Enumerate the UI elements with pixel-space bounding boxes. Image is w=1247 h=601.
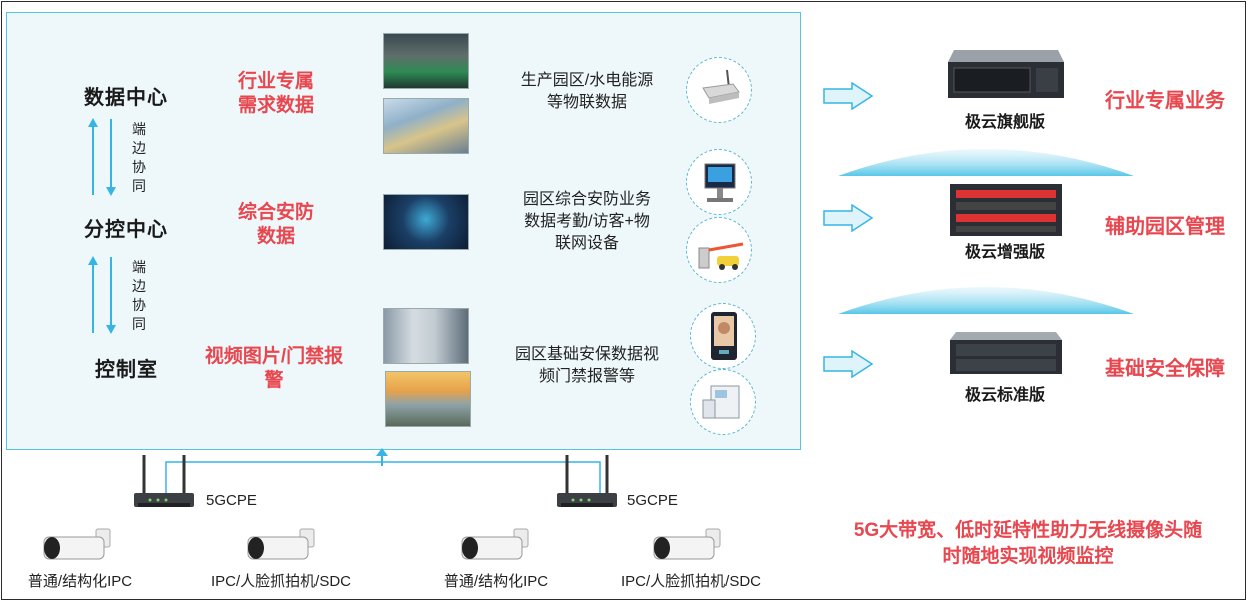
camera-label-1: 普通/结构化IPC xyxy=(27,573,133,590)
cpe-label-left: 5GCPE xyxy=(206,492,257,509)
server-flagship-icon xyxy=(948,50,1064,98)
server-standard-icon xyxy=(950,332,1062,374)
upgrade-glow-lower xyxy=(838,287,1134,314)
sync-label-lower: 端边 协同 xyxy=(132,259,146,332)
cpe-connection-lines xyxy=(165,461,601,494)
cpe-router-left xyxy=(134,455,194,507)
category-industry: 行业专属需求数据 xyxy=(237,71,314,116)
right-arrow-3 xyxy=(823,350,874,378)
camera-4 xyxy=(653,528,721,560)
security-network-image xyxy=(383,194,469,250)
camera-label-4: IPC/人脸抓拍机/SDC xyxy=(620,573,761,590)
attendance-terminal-device xyxy=(686,149,752,215)
alarm-panel-device xyxy=(690,369,756,435)
camera-1 xyxy=(43,528,111,560)
tier-enhanced: 极云增强版 xyxy=(964,244,1045,261)
face-recognition-device xyxy=(690,303,756,369)
level-branch-center: 分控中心 xyxy=(84,219,168,241)
pipeline-plant-image xyxy=(383,98,469,154)
right-arrow-1 xyxy=(823,82,874,110)
camera-2 xyxy=(247,528,315,560)
slogan: 5G大带宽、低时延特性助力无线摄像头随时随地实现视频监控 xyxy=(853,520,1203,567)
server-enhanced-icon xyxy=(950,184,1062,236)
iot-gateway-device xyxy=(686,57,752,123)
desc-industry: 生产园区/水电能源等物联数据 xyxy=(520,72,654,111)
sync-arrows-lower xyxy=(88,256,116,334)
tier-flagship: 极云旗舰版 xyxy=(964,114,1045,131)
category-video: 视频图片/门禁报警 xyxy=(204,346,344,391)
sync-arrows-upper xyxy=(88,118,116,196)
cpe-router-right xyxy=(557,455,617,507)
category-security: 综合安防数据 xyxy=(237,202,314,247)
uplink-arrow xyxy=(376,448,388,466)
level-control-room: 控制室 xyxy=(95,359,158,381)
business-industry: 行业专属业务 xyxy=(1105,90,1225,112)
camera-3 xyxy=(461,528,529,560)
surveillance-camera-image xyxy=(385,371,471,427)
access-card-image xyxy=(383,308,469,364)
desc-security: 园区综合安防业务数据考勤/访客+物联网设备 xyxy=(522,191,651,252)
factory-floor-image xyxy=(383,33,469,89)
right-arrow-2 xyxy=(823,204,874,232)
tier-standard: 极云标准版 xyxy=(964,387,1045,404)
desc-video: 园区基础安保数据视频门禁报警等 xyxy=(514,346,659,385)
camera-label-2: IPC/人脸抓拍机/SDC xyxy=(210,573,351,590)
upgrade-glow-upper xyxy=(838,149,1134,176)
cpe-label-right: 5GCPE xyxy=(627,492,678,509)
camera-label-3: 普通/结构化IPC xyxy=(443,573,549,590)
level-data-center: 数据中心 xyxy=(84,87,168,109)
business-park: 辅助园区管理 xyxy=(1105,216,1225,238)
data-source-panel: 数据中心 分控中心 控制室 端边 协同 端边 协同 行业专属需求数据 综合安防数… xyxy=(6,12,801,450)
parking-barrier-device xyxy=(686,217,752,283)
sync-label-upper: 端边 协同 xyxy=(132,121,146,194)
business-security: 基础安全保障 xyxy=(1105,358,1225,380)
